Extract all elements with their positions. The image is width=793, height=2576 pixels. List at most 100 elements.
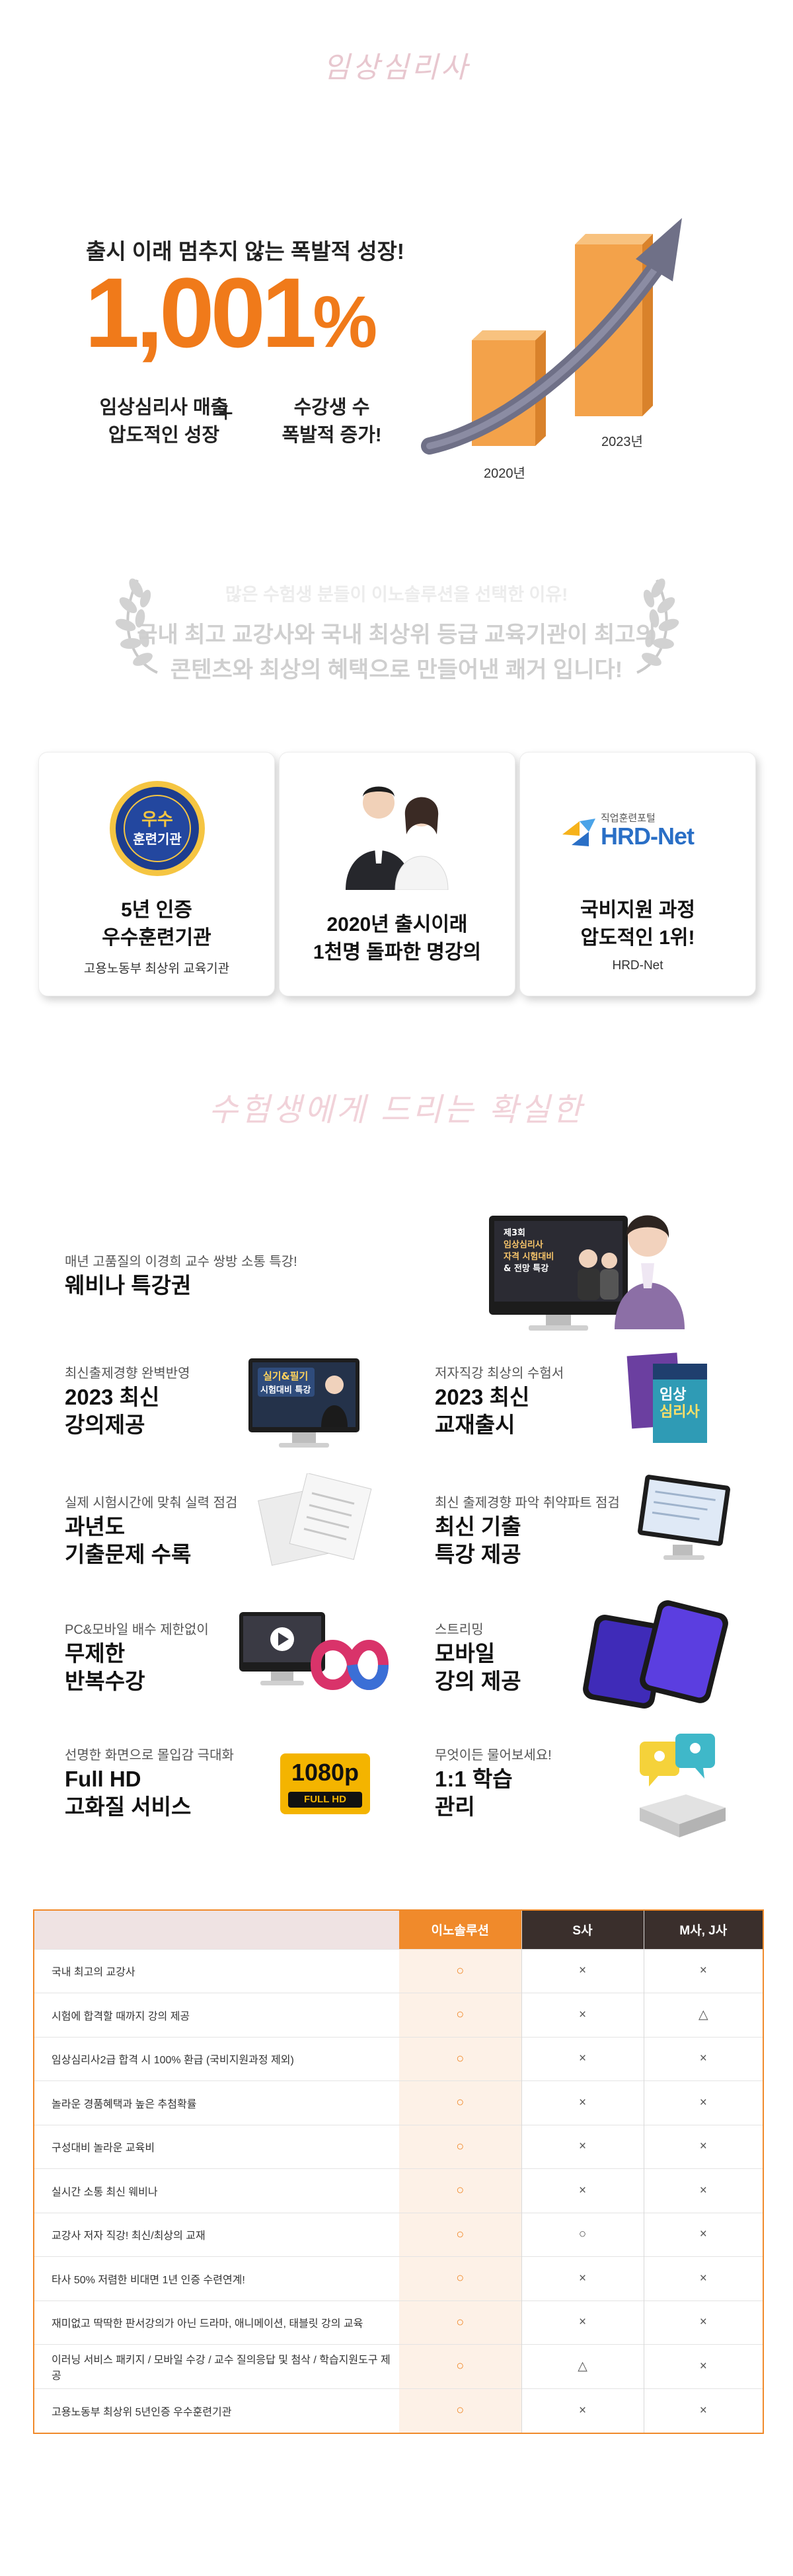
mark-s-company: × bbox=[521, 1993, 644, 2037]
special-lecture-monitor-icon bbox=[638, 1475, 730, 1560]
row-feature: 실시간 소통 최신 웨비나 bbox=[34, 2168, 399, 2213]
svg-text:임상심리사: 임상심리사 bbox=[504, 1239, 543, 1250]
card-excellence: 우수 훈련기관 5년 인증 우수훈련기관 고용노동부 최상위 교육기관 bbox=[38, 752, 275, 996]
feature-subtitle: 무엇이든 물어보세요! bbox=[435, 1748, 552, 1763]
row-feature: 놀라운 경품혜택과 높은 추첨확률 bbox=[34, 2080, 399, 2125]
feature-subtitle: 최신출제경향 완벽반영 bbox=[65, 1366, 190, 1381]
smartphones-icon bbox=[583, 1600, 728, 1709]
feature-subtitle: 스트리밍 bbox=[435, 1623, 484, 1637]
mark-inosolution: ○ bbox=[399, 2080, 521, 2125]
mark-s-company: × bbox=[521, 2036, 644, 2081]
table-row: 구성대비 놀라운 교육비 ○ × × bbox=[34, 2124, 763, 2169]
row-feature: 교강사 저자 직강! 최신/최상의 교재 bbox=[34, 2212, 399, 2257]
row-feature: 구성대비 놀라운 교육비 bbox=[34, 2124, 399, 2169]
mark-inosolution: ○ bbox=[399, 2388, 521, 2433]
header-feature bbox=[34, 1911, 399, 1949]
table-row: 실시간 소통 최신 웨비나 ○ × × bbox=[34, 2168, 763, 2213]
header-inosolution: 이노솔루션 bbox=[399, 1911, 521, 1949]
svg-text:& 전망 특강: & 전망 특강 bbox=[504, 1263, 548, 1274]
textbook-icon: 임상 심리사 bbox=[626, 1352, 707, 1443]
row-feature: 고용노동부 최상위 5년인증 우수훈련기관 bbox=[34, 2388, 399, 2433]
card-instructors: 2020년 출시이래 1천명 돌파한 명강의 bbox=[279, 752, 515, 996]
sales-growth-text: 임상심리사 매출 압도적인 성장 bbox=[99, 397, 229, 447]
webinar-subtitle: 매년 고품질의 이경희 교수 쌍방 소통 특강! bbox=[65, 1255, 297, 1269]
svg-text:시험대비 특강: 시험대비 특강 bbox=[260, 1385, 311, 1395]
mark-inosolution: ○ bbox=[399, 2344, 521, 2388]
webinar-title: 웨비나 특강권 bbox=[65, 1273, 192, 1298]
header-s-company: S사 bbox=[521, 1911, 644, 1949]
table-header-row: 이노솔루션 S사 M사, J사 bbox=[34, 1911, 763, 1949]
feature-subtitle: 저자직강 최상의 수험서 bbox=[435, 1366, 564, 1381]
mark-s-company: △ bbox=[521, 2344, 644, 2388]
exam-papers-icon bbox=[258, 1473, 372, 1566]
svg-text:심리사: 심리사 bbox=[660, 1404, 700, 1420]
table-row: 재미없고 딱딱한 판서강의가 아닌 드라마, 애니메이션, 태블릿 강의 교육 … bbox=[34, 2300, 763, 2345]
mark-s-company: × bbox=[521, 2300, 644, 2345]
feature-subtitle: 최신 출제경향 파악 취약파트 점검 bbox=[435, 1496, 620, 1510]
mark-inosolution: ○ bbox=[399, 2256, 521, 2300]
table-row: 임상심리사2급 합격 시 100% 환급 (국비지원과정 제외) ○ × × bbox=[34, 2036, 763, 2081]
row-feature: 이러닝 서비스 패키지 / 모바일 수강 / 교수 질의응답 및 첨삭 / 학습… bbox=[34, 2344, 399, 2388]
mark-mj-company: × bbox=[643, 2080, 763, 2125]
card-hrd-net: 직업훈련포털 HRD-Net 국비지원 과정 압도적인 1위! HRD-Net bbox=[519, 752, 756, 996]
mark-inosolution: ○ bbox=[399, 2168, 521, 2213]
year-label-2023: 2023년 bbox=[601, 435, 643, 449]
card-subtitle: 고용노동부 최상위 교육기관 bbox=[83, 962, 230, 976]
svg-text:실기&필기: 실기&필기 bbox=[263, 1370, 308, 1382]
mark-s-company: × bbox=[521, 1948, 644, 1993]
card-title: 2020년 출시이래 1천명 돌파한 명강의 bbox=[313, 914, 482, 963]
hrd-net-logo-icon: 직업훈련포털 HRD-Net bbox=[560, 807, 718, 853]
qna-chat-icon bbox=[640, 1734, 726, 1837]
mark-inosolution: ○ bbox=[399, 2212, 521, 2257]
mark-s-company: × bbox=[521, 2388, 644, 2433]
mark-inosolution: ○ bbox=[399, 1948, 521, 1993]
year-label-2020: 2020년 bbox=[484, 466, 525, 481]
mark-inosolution: ○ bbox=[399, 1993, 521, 2037]
mark-mj-company: × bbox=[643, 2168, 763, 2213]
mark-mj-company: △ bbox=[643, 1993, 763, 2037]
feature-title: 과년도 기출문제 수록 bbox=[65, 1514, 192, 1567]
instructors-photo-icon bbox=[346, 786, 449, 890]
mark-mj-company: × bbox=[643, 2256, 763, 2300]
mark-inosolution: ○ bbox=[399, 2300, 521, 2345]
mark-s-company: ○ bbox=[521, 2212, 644, 2257]
growth-bar-graphic bbox=[421, 218, 682, 455]
seal-subtitle: 훈련기관 bbox=[133, 831, 182, 847]
laurel-left-icon bbox=[115, 578, 158, 674]
seal-title: 우수 bbox=[141, 810, 173, 830]
table-row: 교강사 저자 직강! 최신/최상의 교재 ○ ○ × bbox=[34, 2212, 763, 2257]
feature-title: 2023 최신 강의제공 bbox=[65, 1385, 160, 1438]
row-feature: 국내 최고의 교강사 bbox=[34, 1948, 399, 1993]
card-subtitle: HRD-Net bbox=[612, 959, 663, 973]
feature-title: 모바일 강의 제공 bbox=[435, 1641, 521, 1694]
webinar-monitor-icon: 제3회 임상심리사 자격 시험대비 & 전망 특강 bbox=[489, 1215, 685, 1331]
mark-s-company: × bbox=[521, 2256, 644, 2300]
infinite-play-icon bbox=[239, 1612, 389, 1690]
mark-s-company: × bbox=[521, 2124, 644, 2169]
growth-arrow-icon bbox=[421, 218, 682, 455]
mark-mj-company: × bbox=[643, 2124, 763, 2169]
feature-subtitle: 선명한 화면으로 몰입감 극대화 bbox=[65, 1748, 234, 1763]
mark-mj-company: × bbox=[643, 2036, 763, 2081]
mark-s-company: × bbox=[521, 2168, 644, 2213]
growth-percentage: 1,001% bbox=[85, 263, 377, 363]
row-feature: 시험에 합격할 때까지 강의 제공 bbox=[34, 1993, 399, 2037]
growth-unit: % bbox=[313, 281, 377, 363]
feature-title: 최신 기출 특강 제공 bbox=[435, 1514, 521, 1567]
mark-mj-company: × bbox=[643, 2344, 763, 2388]
growth-tagline: 출시 이래 멈추지 않는 폭발적 성장! bbox=[86, 239, 404, 264]
mark-mj-company: × bbox=[643, 2300, 763, 2345]
student-growth-text: 수강생 수 폭발적 증가! bbox=[282, 397, 382, 447]
reasons-subtitle: 많은 수험생 분들이 이노솔루션을 선택한 이유! bbox=[225, 585, 568, 605]
feature-title: Full HD 고화질 서비스 bbox=[65, 1767, 192, 1820]
mark-mj-company: × bbox=[643, 1948, 763, 1993]
svg-text:제3회: 제3회 bbox=[504, 1228, 525, 1238]
svg-text:자격 시험대비: 자격 시험대비 bbox=[504, 1251, 554, 1262]
mark-inosolution: ○ bbox=[399, 2124, 521, 2169]
card-title: 5년 인증 우수훈련기관 bbox=[102, 899, 211, 949]
mark-mj-company: × bbox=[643, 2388, 763, 2433]
row-feature: 타사 50% 저렴한 비대면 1년 인증 수련연계! bbox=[34, 2256, 399, 2300]
mark-mj-company: × bbox=[643, 2212, 763, 2257]
table-row: 고용노동부 최상위 5년인증 우수훈련기관 ○ × × bbox=[34, 2388, 763, 2433]
hd-badge-icon: 1080p FULL HD bbox=[280, 1753, 370, 1814]
